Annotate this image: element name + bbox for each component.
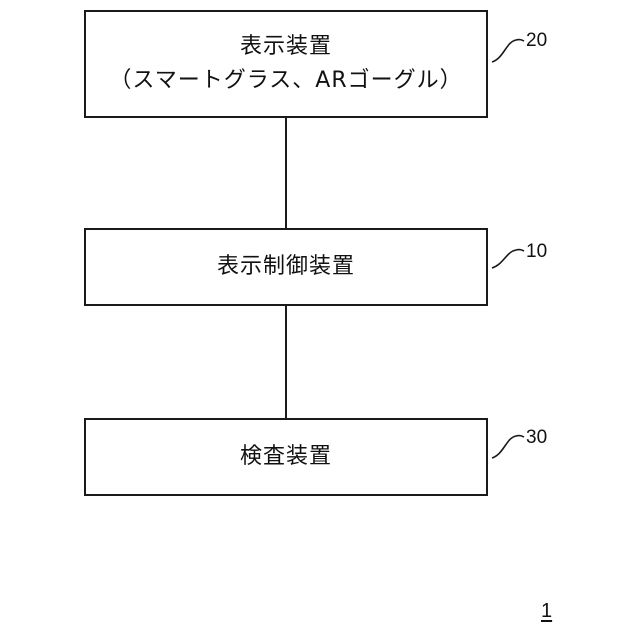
- display-control-device-block: 表示制御装置: [84, 228, 488, 306]
- reference-number-20: 20: [526, 30, 547, 52]
- connector-controller-to-inspection: [285, 306, 287, 418]
- display-device-title: 表示装置: [240, 30, 332, 64]
- inspection-device-block: 検査装置: [84, 418, 488, 496]
- leader-line-10: [492, 250, 524, 268]
- figure-label: 1: [541, 600, 552, 622]
- display-control-device-title: 表示制御装置: [217, 250, 355, 284]
- reference-number-10: 10: [526, 241, 547, 263]
- display-device-subtitle: （スマートグラス、ARゴーグル）: [109, 64, 462, 98]
- inspection-device-title: 検査装置: [240, 440, 332, 474]
- display-device-block: 表示装置 （スマートグラス、ARゴーグル）: [84, 10, 488, 118]
- leader-line-30: [492, 436, 524, 458]
- reference-number-30: 30: [526, 427, 547, 449]
- leader-line-20: [492, 40, 524, 62]
- connector-display-to-controller: [285, 118, 287, 228]
